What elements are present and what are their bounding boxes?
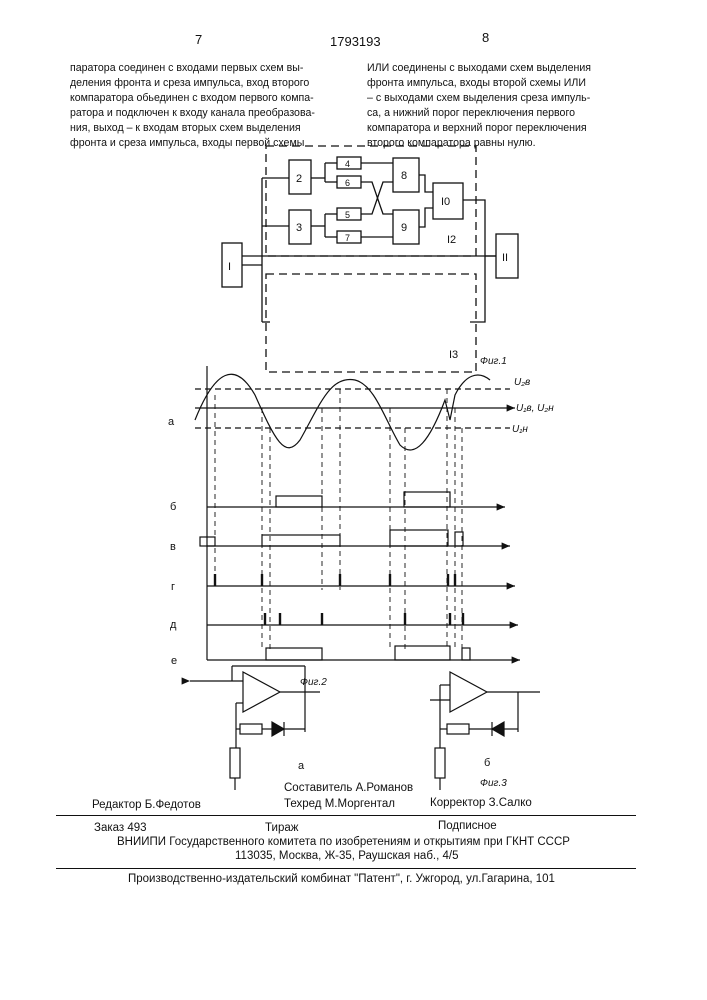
group-13-border <box>266 274 476 372</box>
corrector-credit: Корректор З.Салко <box>430 797 532 809</box>
institute-name: ВНИИПИ Государственного комитета по изоб… <box>117 836 570 848</box>
row-label-g: г <box>171 581 175 593</box>
group-13-label: I3 <box>449 349 458 361</box>
block-9-label: 9 <box>401 222 407 234</box>
block-8-label: 8 <box>401 170 407 182</box>
row-label-d: д <box>170 619 177 631</box>
fig3-label-b: б <box>484 757 490 769</box>
institute-address: 113035, Москва, Ж-35, Раушская наб., 4/5 <box>235 850 458 862</box>
fig2-timing-diagram <box>195 366 520 660</box>
fig1-block-diagram <box>222 146 518 372</box>
fig2-caption: Фиг.2 <box>300 677 327 688</box>
row-label-b: б <box>170 501 176 513</box>
block-5-label: 5 <box>345 210 350 220</box>
block-6-label: 6 <box>345 178 350 188</box>
subscription: Подписное <box>438 820 497 832</box>
row-label-e: е <box>171 655 177 667</box>
fig2-labels: а б в г д е U₂в U₁в, U₂н U₁н Фиг.2 <box>168 377 554 688</box>
order-number: Заказ 493 <box>94 822 147 834</box>
block-11-label: II <box>502 252 508 264</box>
row-label-v: в <box>170 541 176 553</box>
block-1-label: I <box>228 261 231 273</box>
fig3-caption: Фиг.3 <box>480 778 507 789</box>
fig1-block-labels: I 2 3 4 6 5 7 8 9 I0 II I2 I3 Фиг.1 <box>228 159 508 367</box>
signal-a-wave <box>195 374 490 450</box>
block-10-label: I0 <box>441 196 450 208</box>
block-2-label: 2 <box>296 173 302 185</box>
group-12-label: I2 <box>447 234 456 246</box>
fig1-caption: Фиг.1 <box>480 356 507 367</box>
threshold-middle-label: U₁в, U₂н <box>516 403 554 414</box>
editor-credit: Редактор Б.Федотов <box>92 799 201 811</box>
block-1 <box>222 243 242 287</box>
print-run: Тираж <box>265 822 298 834</box>
fig3-label-a: а <box>298 760 305 772</box>
row-label-a: а <box>168 416 175 428</box>
divider-bottom <box>56 868 636 869</box>
block-3-label: 3 <box>296 222 302 234</box>
publisher: Производственно-издательский комбинат "П… <box>128 873 555 885</box>
techred-credit: Техред М.Моргентал <box>284 798 395 810</box>
threshold-lower-label: U₁н <box>512 424 528 435</box>
threshold-upper-label: U₂в <box>514 377 530 388</box>
divider-top <box>56 815 636 816</box>
block-4-label: 4 <box>345 159 350 169</box>
compiler-credit: Составитель А.Романов <box>284 782 413 794</box>
block-7-label: 7 <box>345 233 350 243</box>
fig3-circuit-b <box>430 672 540 790</box>
